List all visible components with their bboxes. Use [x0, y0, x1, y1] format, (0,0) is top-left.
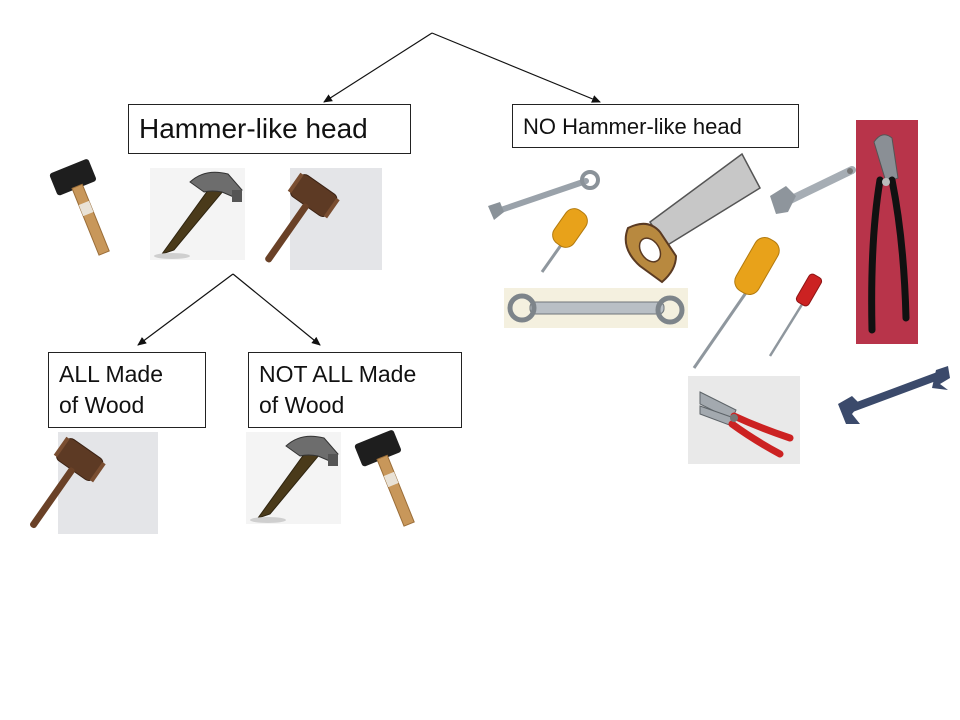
combination-wrench-icon [488, 170, 600, 220]
node-label-line-2: of Wood [59, 392, 145, 418]
small-screwdriver-icon [768, 273, 823, 357]
arrow-to-all-wood [137, 273, 234, 346]
saw-icon [624, 152, 761, 284]
screwdriver-icon [692, 237, 780, 369]
claw-hammer-icon [150, 168, 245, 260]
mallet-icon [354, 430, 415, 527]
adjustable-wrench-icon [770, 166, 856, 214]
no-hammer-like-head-node: NO Hammer-like head [512, 104, 799, 148]
arrow-to-hammer-head [323, 32, 433, 103]
screwdriver-icon [540, 208, 588, 273]
gavel-icon [30, 432, 158, 534]
mallet-icon [49, 159, 110, 256]
gavel-icon [265, 168, 382, 270]
claw-hammer-icon [246, 432, 341, 524]
not-all-made-of-wood-node: NOT ALL Made of Wood [248, 352, 462, 428]
slip-joint-pliers-icon [688, 376, 800, 464]
node-label-line-1: NOT ALL Made [259, 361, 417, 387]
all-made-of-wood-node: ALL Made of Wood [48, 352, 206, 428]
box-wrench-icon [504, 288, 688, 328]
hammer-like-head-node: Hammer-like head [128, 104, 411, 154]
node-label: Hammer-like head [139, 113, 368, 144]
pliers-icon [856, 120, 918, 344]
node-label-line-1: ALL Made [59, 361, 163, 387]
node-label-line-2: of Wood [259, 392, 345, 418]
node-label: NO Hammer-like head [523, 114, 742, 139]
connector-lines [137, 32, 601, 346]
arrow-to-not-all-wood [232, 273, 321, 346]
arrow-to-no-hammer-head [431, 32, 601, 103]
open-end-wrench-icon [838, 366, 950, 424]
